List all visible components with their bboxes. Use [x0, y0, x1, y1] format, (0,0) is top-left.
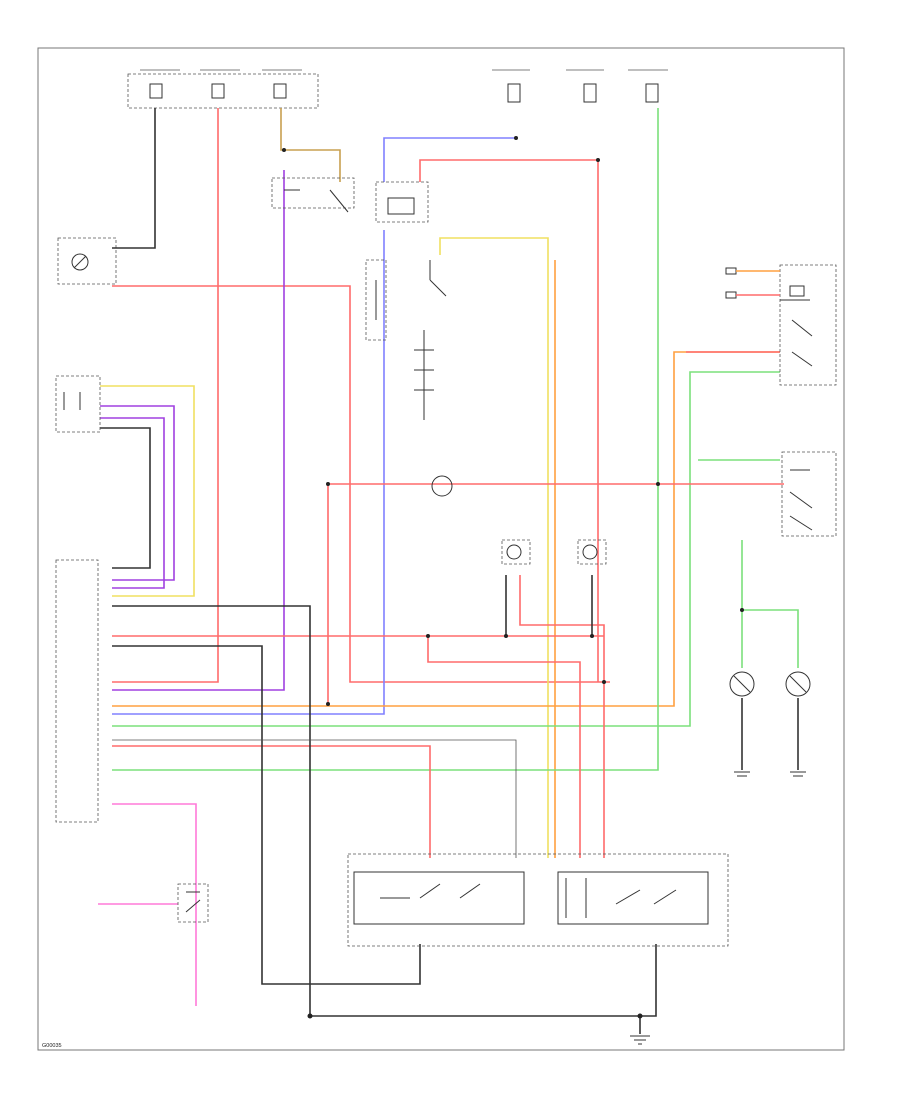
- wire-green-1: [112, 108, 659, 771]
- wire-red-2: [112, 108, 219, 683]
- wire-purple-3: [100, 417, 165, 589]
- ground-right-2: [790, 771, 806, 777]
- wire-black-4: [112, 645, 421, 985]
- wire-pink-1: [112, 803, 197, 1006]
- connector-strip: [55, 559, 99, 823]
- wire-black-3: [112, 605, 311, 1016]
- hazard-switch: [779, 264, 837, 386]
- diagram-frame: [37, 47, 845, 1051]
- wire-black-2: [100, 427, 151, 569]
- left-relay-switch: [365, 259, 387, 341]
- dimmer-switch: [271, 177, 355, 213]
- wire-green-4: [741, 540, 799, 668]
- turn-signal-switch: [781, 451, 837, 537]
- ground-right-1: [734, 771, 750, 777]
- wire-gray-1: [112, 739, 517, 858]
- lamp-left: [501, 539, 531, 565]
- wire-red-3: [419, 159, 599, 682]
- fuse-block-right: [492, 69, 668, 103]
- combination-switch: [347, 853, 729, 947]
- side-lamp-left: [729, 671, 755, 697]
- wire-black-1: [112, 108, 156, 249]
- wire-red-9: [112, 745, 431, 858]
- center-switch: [414, 260, 453, 497]
- wire-yellow-2: [100, 385, 195, 597]
- side-lamp-right: [785, 671, 811, 697]
- wire-green-2: [112, 371, 780, 727]
- wire-red-10: [519, 575, 605, 858]
- figure-code: G00035: [42, 1043, 62, 1049]
- wire-orange-1: [112, 351, 780, 707]
- wire-purple-1: [112, 170, 285, 691]
- wire-blue-1: [383, 137, 516, 182]
- bottom-relay: [177, 883, 209, 923]
- wire-red-8: [427, 636, 581, 858]
- lamp-right: [577, 539, 607, 565]
- relay-box: [375, 181, 429, 223]
- ground-bottom: [630, 1035, 650, 1045]
- wire-black-5: [310, 944, 657, 1017]
- wire-tan-1: [280, 108, 341, 182]
- combination-meter: [57, 237, 117, 285]
- fuse-block-left: [127, 69, 319, 109]
- wire-yellow-1: [439, 237, 549, 858]
- wire-blue-2: [112, 230, 385, 715]
- wire-purple-2: [100, 405, 175, 581]
- mirror-switch: [55, 375, 101, 433]
